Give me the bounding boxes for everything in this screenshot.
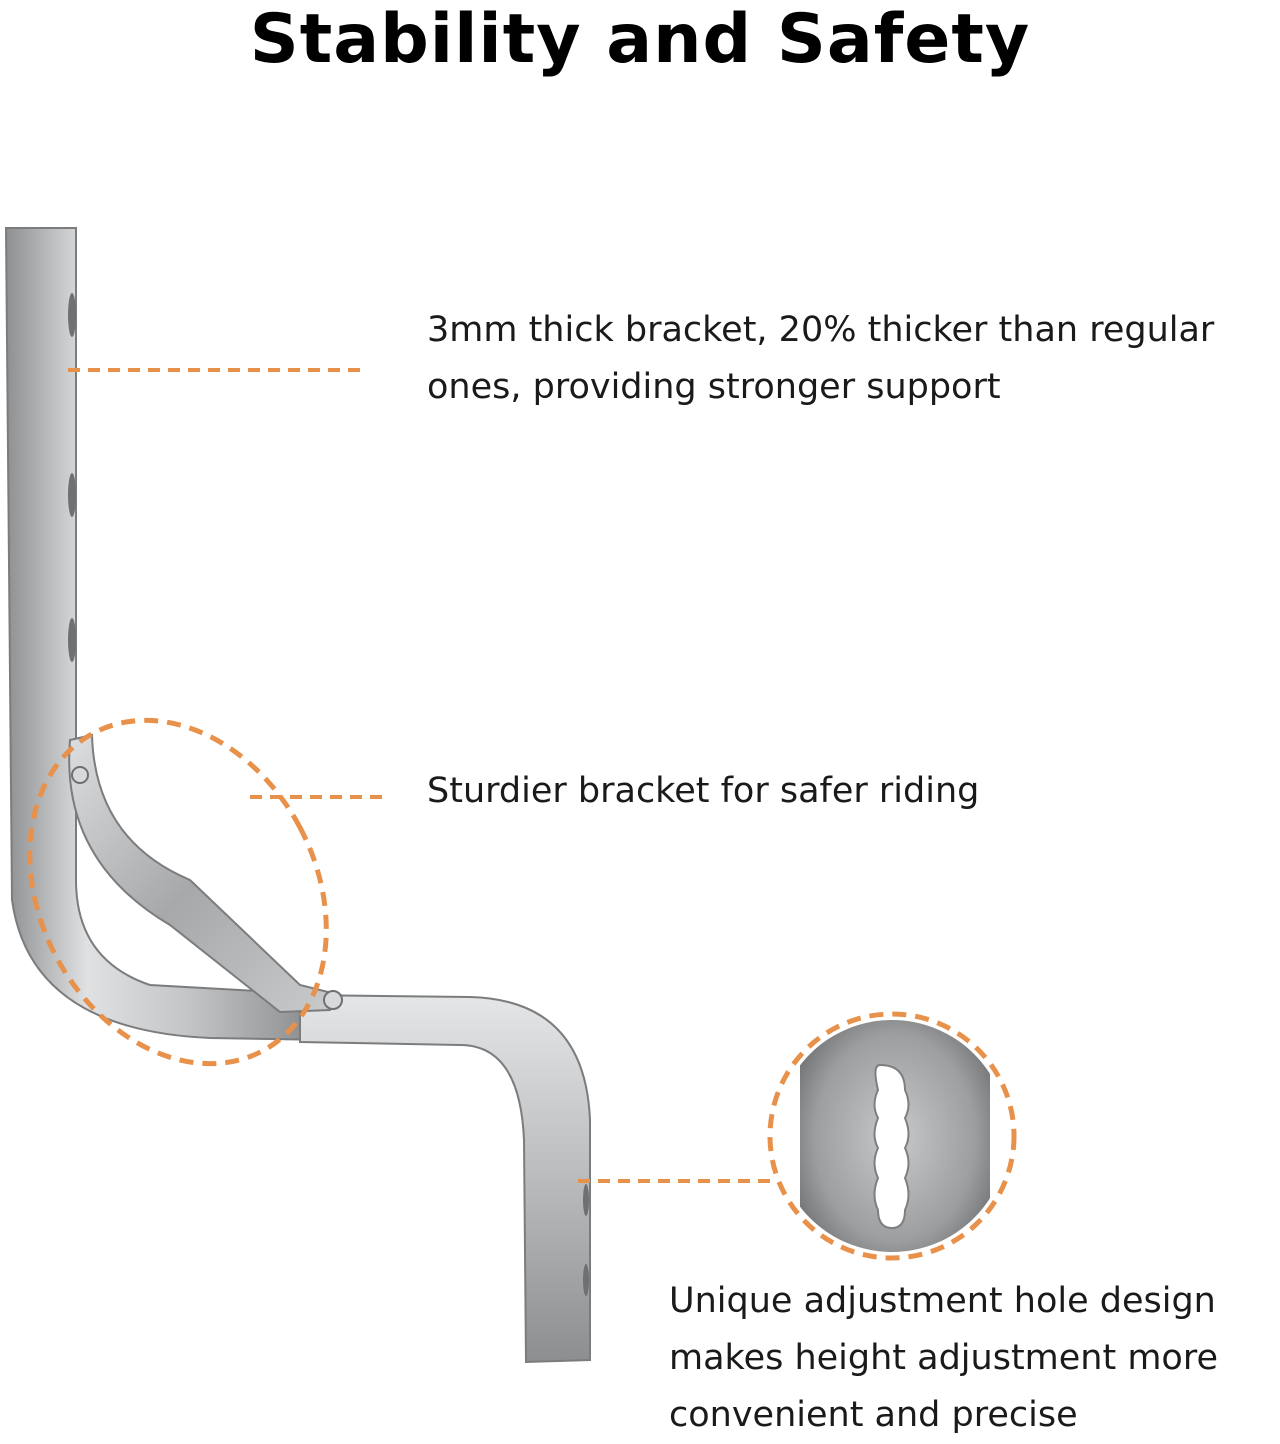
adjustment-hole bbox=[873, 1063, 910, 1230]
caption-line: convenient and precise bbox=[669, 1395, 1078, 1435]
caption-line: ones, providing stronger support bbox=[427, 367, 1001, 407]
caption-adjustment: Unique adjustment hole design makes heig… bbox=[669, 1273, 1218, 1444]
detail-circle bbox=[776, 1020, 1008, 1252]
caption-line: Sturdier bracket for safer riding bbox=[427, 771, 980, 811]
highlight-ellipse bbox=[27, 717, 329, 1067]
bracket-horizontal-bar bbox=[299, 993, 591, 1364]
caption-line: 3mm thick bracket, 20% thicker than regu… bbox=[427, 310, 1215, 350]
bracket-hole bbox=[583, 1264, 589, 1296]
page-title: Stability and Safety bbox=[249, 0, 1031, 79]
caption-line: Unique adjustment hole design bbox=[669, 1281, 1216, 1321]
rivet bbox=[323, 990, 343, 1010]
rivet bbox=[71, 766, 89, 784]
bracket-hole bbox=[583, 1184, 589, 1216]
caption-sturdy: Sturdier bracket for safer riding bbox=[427, 763, 979, 820]
bracket-hole bbox=[68, 293, 76, 337]
bracket-hole bbox=[68, 473, 76, 517]
bracket-hole bbox=[68, 618, 76, 662]
caption-thickness: 3mm thick bracket, 20% thicker than regu… bbox=[427, 302, 1214, 416]
detail-circle-outline bbox=[767, 1011, 1017, 1261]
caption-line: makes height adjustment more bbox=[669, 1338, 1218, 1378]
